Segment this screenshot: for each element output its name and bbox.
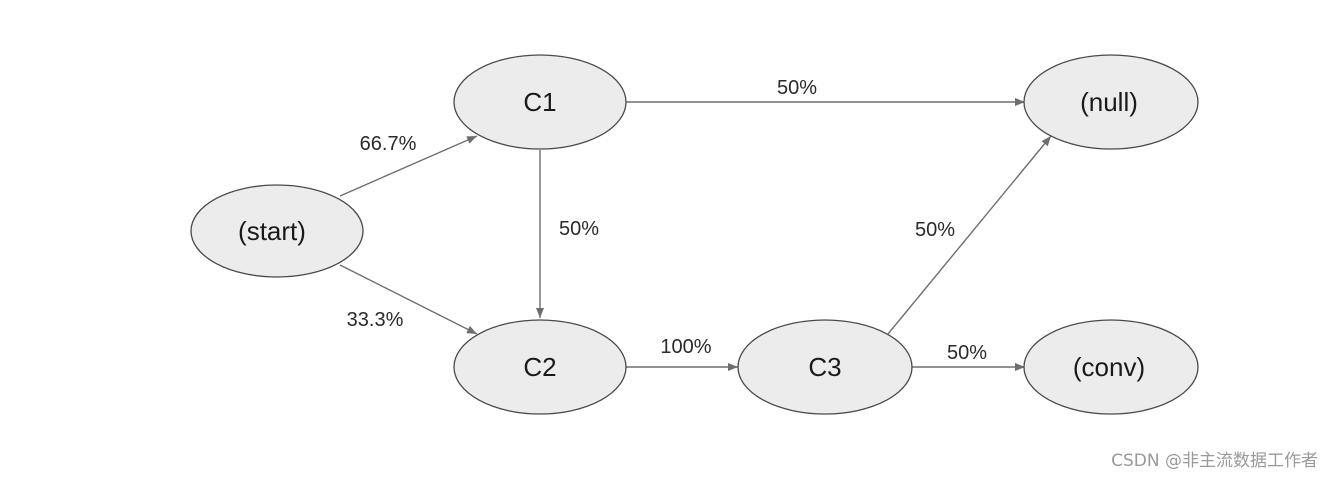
edge-start-to-c2: 33.3% (339, 264, 478, 335)
node-label: (conv) (1073, 352, 1145, 382)
edge-label: 33.3% (347, 309, 404, 331)
node-ellipse (1023, 319, 1199, 415)
edge-start-to-c1: 66.7% (339, 133, 478, 197)
node-label: C2 (523, 352, 556, 382)
nodes: (start) C1 C2 C3 (null) (conv) (190, 54, 1199, 415)
node-start: (start) (190, 184, 364, 278)
edge-label: 100% (660, 336, 711, 358)
node-label: C3 (808, 352, 841, 382)
node-conv: (conv) (1023, 319, 1199, 415)
edge-label: 50% (559, 218, 599, 240)
edge-c3-to-conv: 50% (912, 342, 1025, 371)
edges: 66.7% 33.3% 50% 50% 100% 50% 50% (339, 77, 1052, 371)
node-c1: C1 (453, 54, 627, 150)
node-ellipse (1023, 54, 1199, 150)
edge-line (887, 135, 1052, 335)
node-label: (start) (238, 216, 306, 246)
watermark: CSDN @非主流数据工作者 (1111, 451, 1318, 471)
edge-c1-to-c2: 50% (536, 150, 599, 318)
node-ellipse (737, 319, 913, 415)
edge-c2-to-c3: 100% (626, 336, 738, 371)
edge-label: 50% (777, 77, 817, 99)
edge-label: 50% (915, 219, 955, 241)
node-ellipse (453, 319, 627, 415)
edge-label: 66.7% (360, 133, 417, 155)
edge-label: 50% (947, 342, 987, 364)
node-ellipse (190, 184, 364, 278)
edge-line (339, 264, 478, 335)
node-ellipse (453, 54, 627, 150)
node-label: (null) (1080, 87, 1138, 117)
edge-c3-to-null: 50% (887, 135, 1052, 335)
node-label: C1 (523, 87, 556, 117)
node-c3: C3 (737, 319, 913, 415)
edge-line (339, 135, 478, 197)
node-null: (null) (1023, 54, 1199, 150)
node-c2: C2 (453, 319, 627, 415)
edge-c1-to-null: 50% (626, 77, 1025, 106)
